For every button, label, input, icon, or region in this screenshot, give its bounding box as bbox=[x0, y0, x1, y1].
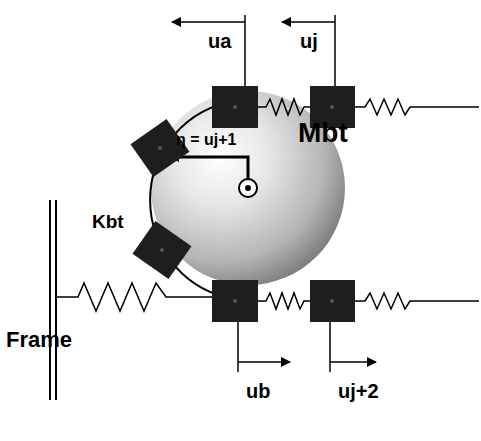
mass-block bbox=[131, 86, 355, 322]
spring bbox=[258, 99, 310, 115]
spring bbox=[355, 293, 479, 309]
pivot-dot bbox=[245, 185, 251, 191]
spring bbox=[258, 293, 310, 309]
displacement-arrow bbox=[172, 15, 376, 372]
displacement-label: ub bbox=[246, 380, 270, 402]
frame-wall bbox=[50, 200, 56, 400]
mass-label: Mbt bbox=[298, 118, 348, 149]
displacement-label: ua bbox=[208, 30, 231, 52]
spring bbox=[355, 99, 479, 115]
frame-label: Frame bbox=[6, 328, 72, 352]
displacement-label: uj+2 bbox=[338, 380, 379, 402]
eta-arrow bbox=[170, 157, 248, 180]
displacement-label: uj bbox=[300, 30, 318, 52]
displacement-label: η = uj+1 bbox=[176, 131, 236, 149]
pivot bbox=[239, 179, 257, 197]
stiffness-label: Kbt bbox=[92, 212, 124, 233]
